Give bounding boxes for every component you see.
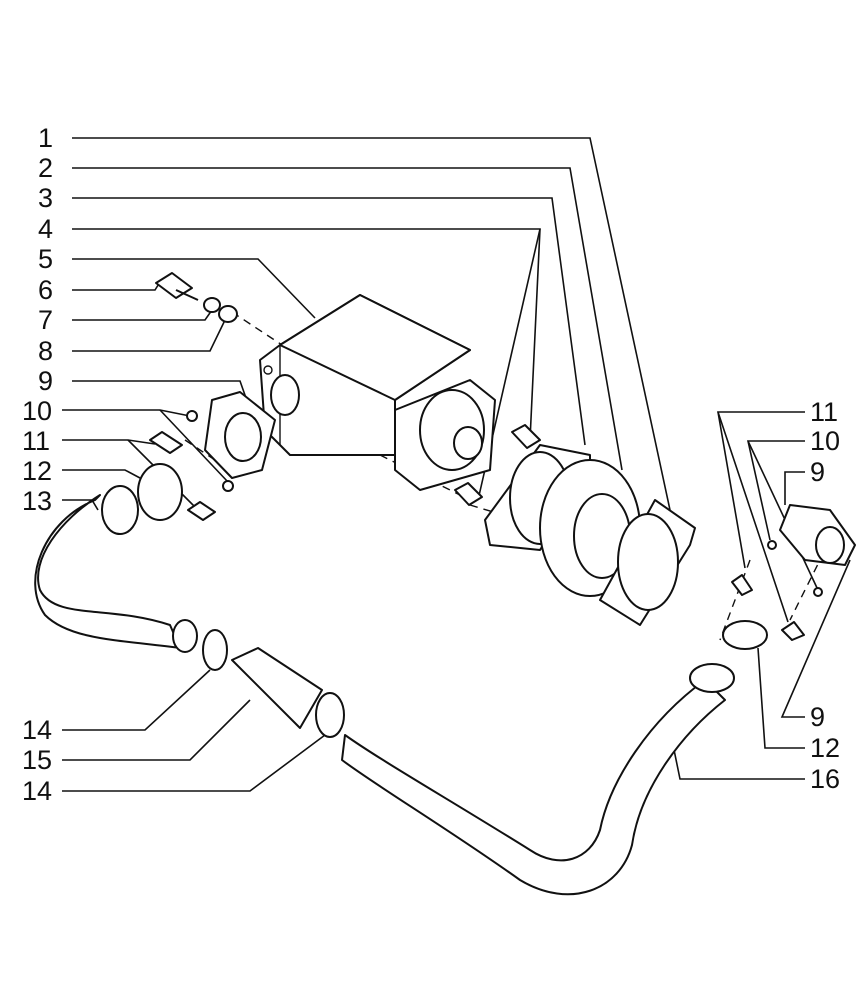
left-flange-group <box>137 272 276 521</box>
callout-11-right: 11 <box>810 397 838 427</box>
callout-1: 1 <box>38 123 53 153</box>
pump-body <box>259 294 496 491</box>
callout-13: 13 <box>22 486 52 516</box>
callout-7: 7 <box>38 305 53 335</box>
outlet-flange-group <box>454 424 696 626</box>
callout-3: 3 <box>38 183 53 213</box>
callout-14-bottom: 14 <box>22 776 52 806</box>
callout-12-left: 12 <box>22 456 52 486</box>
callout-2: 2 <box>38 153 53 183</box>
hose <box>231 647 323 729</box>
callout-9-left: 9 <box>38 366 53 396</box>
callout-14-top: 14 <box>22 715 52 745</box>
callout-6: 6 <box>38 275 53 305</box>
callout-5: 5 <box>38 244 53 274</box>
callout-15: 15 <box>22 745 52 775</box>
callout-10-left: 10 <box>22 396 52 426</box>
right-flange-group <box>722 504 856 650</box>
callout-12-right: 12 <box>810 733 840 763</box>
inlet-pipe <box>34 485 198 653</box>
callout-9-right-top: 9 <box>810 457 825 487</box>
callout-8: 8 <box>38 336 53 366</box>
callout-9-right-bottom: 9 <box>810 702 825 732</box>
callout-11-left: 11 <box>22 426 50 456</box>
callout-4: 4 <box>38 214 53 244</box>
hose-and-clamps <box>202 629 345 738</box>
callout-16: 16 <box>810 764 840 794</box>
outlet-pipe <box>341 663 735 896</box>
callout-10-right: 10 <box>810 426 840 456</box>
